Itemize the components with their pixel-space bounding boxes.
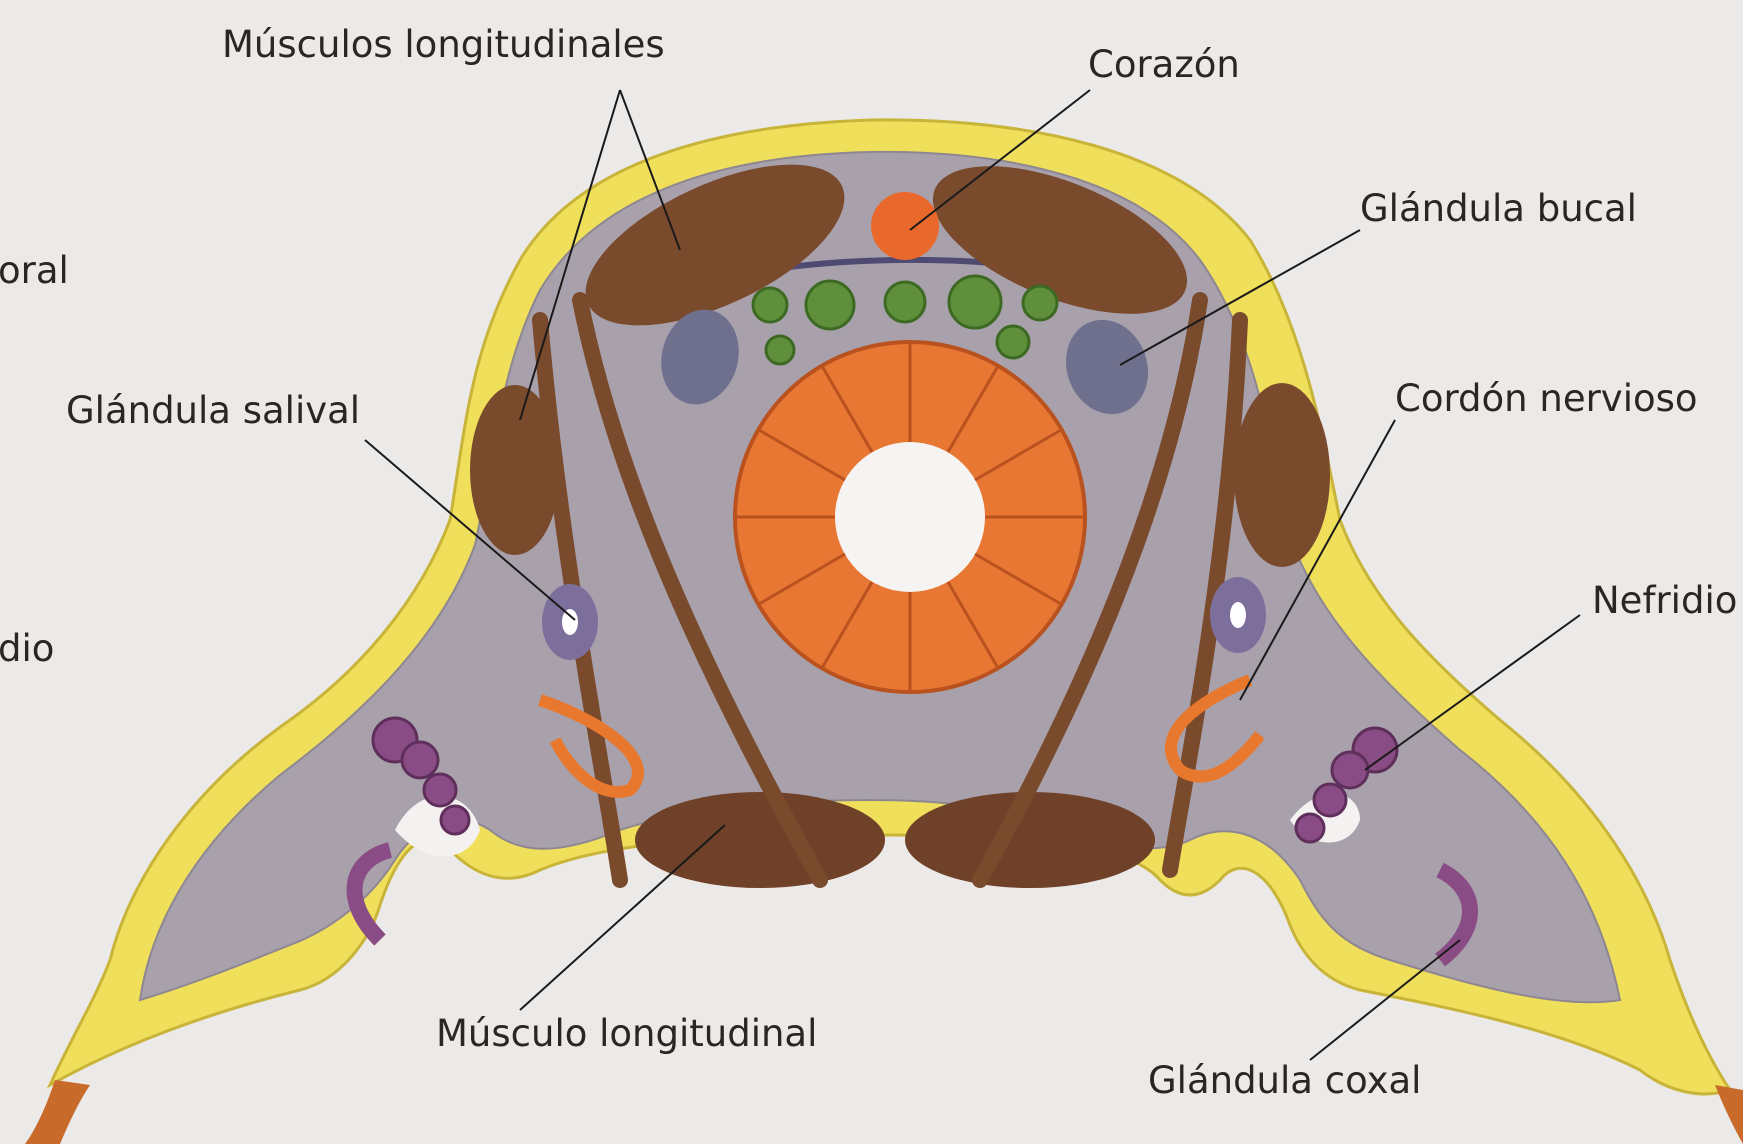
salivary-gland-right-lumen <box>1230 602 1246 628</box>
salivary-gland-left-lumen <box>562 609 578 635</box>
heart <box>871 192 939 260</box>
label-musculo-longitudinal: Músculo longitudinal <box>436 1015 817 1052</box>
label-corazon: Corazón <box>1088 46 1240 83</box>
label-cut-left-1: oral <box>0 252 69 289</box>
ventral-right-muscle <box>905 792 1155 888</box>
label-cut-left-2: dio <box>0 630 54 667</box>
label-glandula-salival: Glándula salival <box>66 392 360 429</box>
right-claw <box>1715 1085 1743 1144</box>
gut-lumen <box>835 442 985 592</box>
lateral-right-muscle <box>1234 383 1330 567</box>
label-musculos-longitudinales: Músculos longitudinales <box>222 26 665 63</box>
label-glandula-coxal: Glándula coxal <box>1148 1062 1421 1099</box>
label-glandula-bucal: Glándula bucal <box>1360 190 1637 227</box>
left-claw <box>25 1080 90 1144</box>
label-nefridio: Nefridio <box>1592 582 1737 619</box>
label-cordon-nervioso: Cordón nervioso <box>1395 380 1698 417</box>
